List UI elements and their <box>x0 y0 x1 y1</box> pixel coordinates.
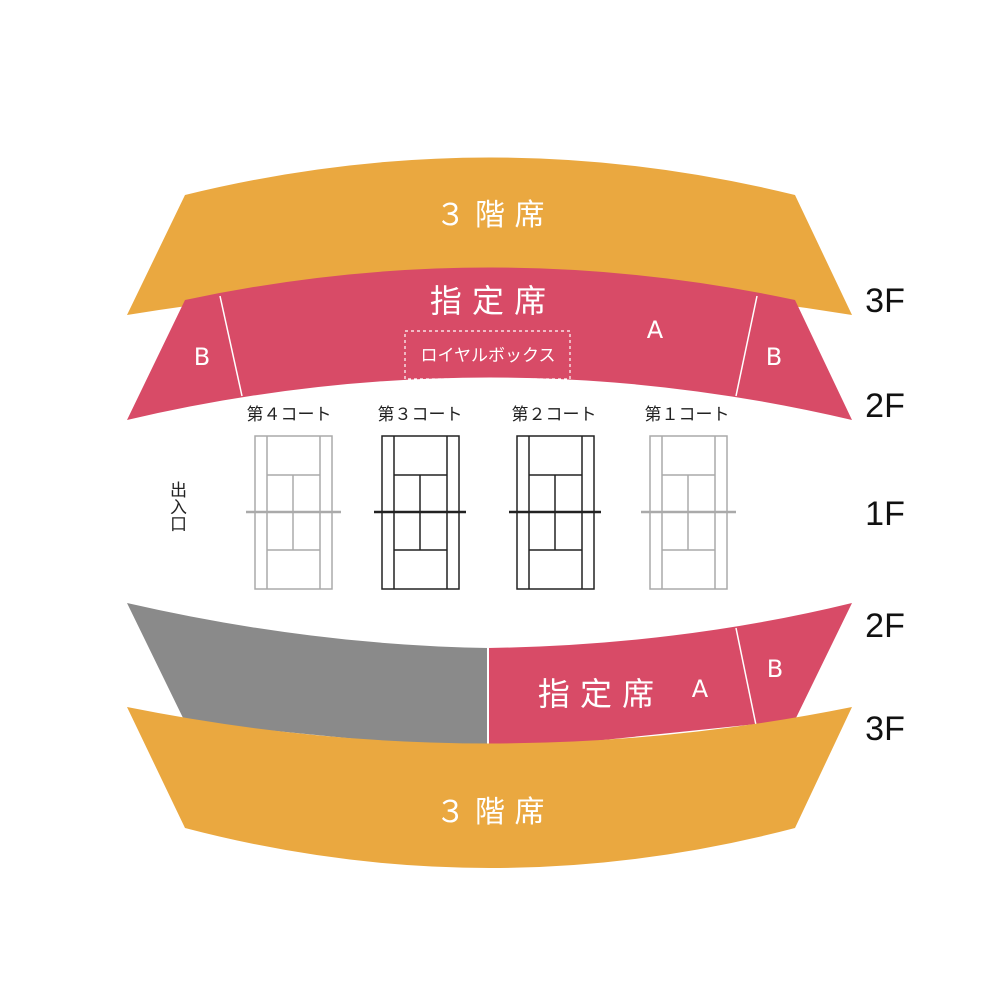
lower-restricted-section <box>127 603 488 752</box>
lower-third-floor-label: ３ 階 席 <box>435 795 544 830</box>
lower-section-a-label: A <box>692 675 709 703</box>
entrance-label: 出入口 <box>166 481 187 532</box>
floor-label-lower-3f: 3F <box>865 710 905 748</box>
upper-divider-right <box>735 295 758 397</box>
court-4-label: 第４コート <box>247 405 332 425</box>
floor-label-upper-3f: 3F <box>865 282 905 320</box>
royal-box-label: ロイヤルボックス <box>421 346 556 366</box>
court-2[interactable] <box>509 435 601 590</box>
upper-third-floor-label: ３ 階 席 <box>435 198 544 233</box>
upper-divider-left <box>219 295 243 397</box>
court-4[interactable] <box>246 435 341 590</box>
floor-label-lower-2f: 2F <box>865 607 905 645</box>
upper-reserved-label: 指 定 席 <box>430 282 546 320</box>
lower-reserved-section[interactable] <box>488 603 852 752</box>
lower-third-floor-section[interactable] <box>127 707 852 868</box>
lower-reserved-label: 指 定 席 <box>538 675 654 713</box>
lower-divider-right <box>735 627 758 731</box>
court-3[interactable] <box>374 435 466 590</box>
floor-label-upper-2f: 2F <box>865 387 905 425</box>
court-1-label: 第１コート <box>645 405 730 425</box>
lower-section-b-label: B <box>767 655 783 683</box>
upper-section-a-label: A <box>647 316 664 344</box>
court-3-label: 第３コート <box>378 405 463 425</box>
upper-section-b-right-label: B <box>766 343 782 371</box>
upper-reserved-section[interactable] <box>127 267 852 421</box>
upper-section-b-left-label: B <box>194 343 210 371</box>
upper-third-floor-section[interactable] <box>127 157 852 316</box>
court-1[interactable] <box>641 435 736 590</box>
court-2-label: 第２コート <box>512 405 597 425</box>
floor-label-1f: 1F <box>865 495 905 533</box>
royal-box-outline[interactable] <box>404 330 571 380</box>
